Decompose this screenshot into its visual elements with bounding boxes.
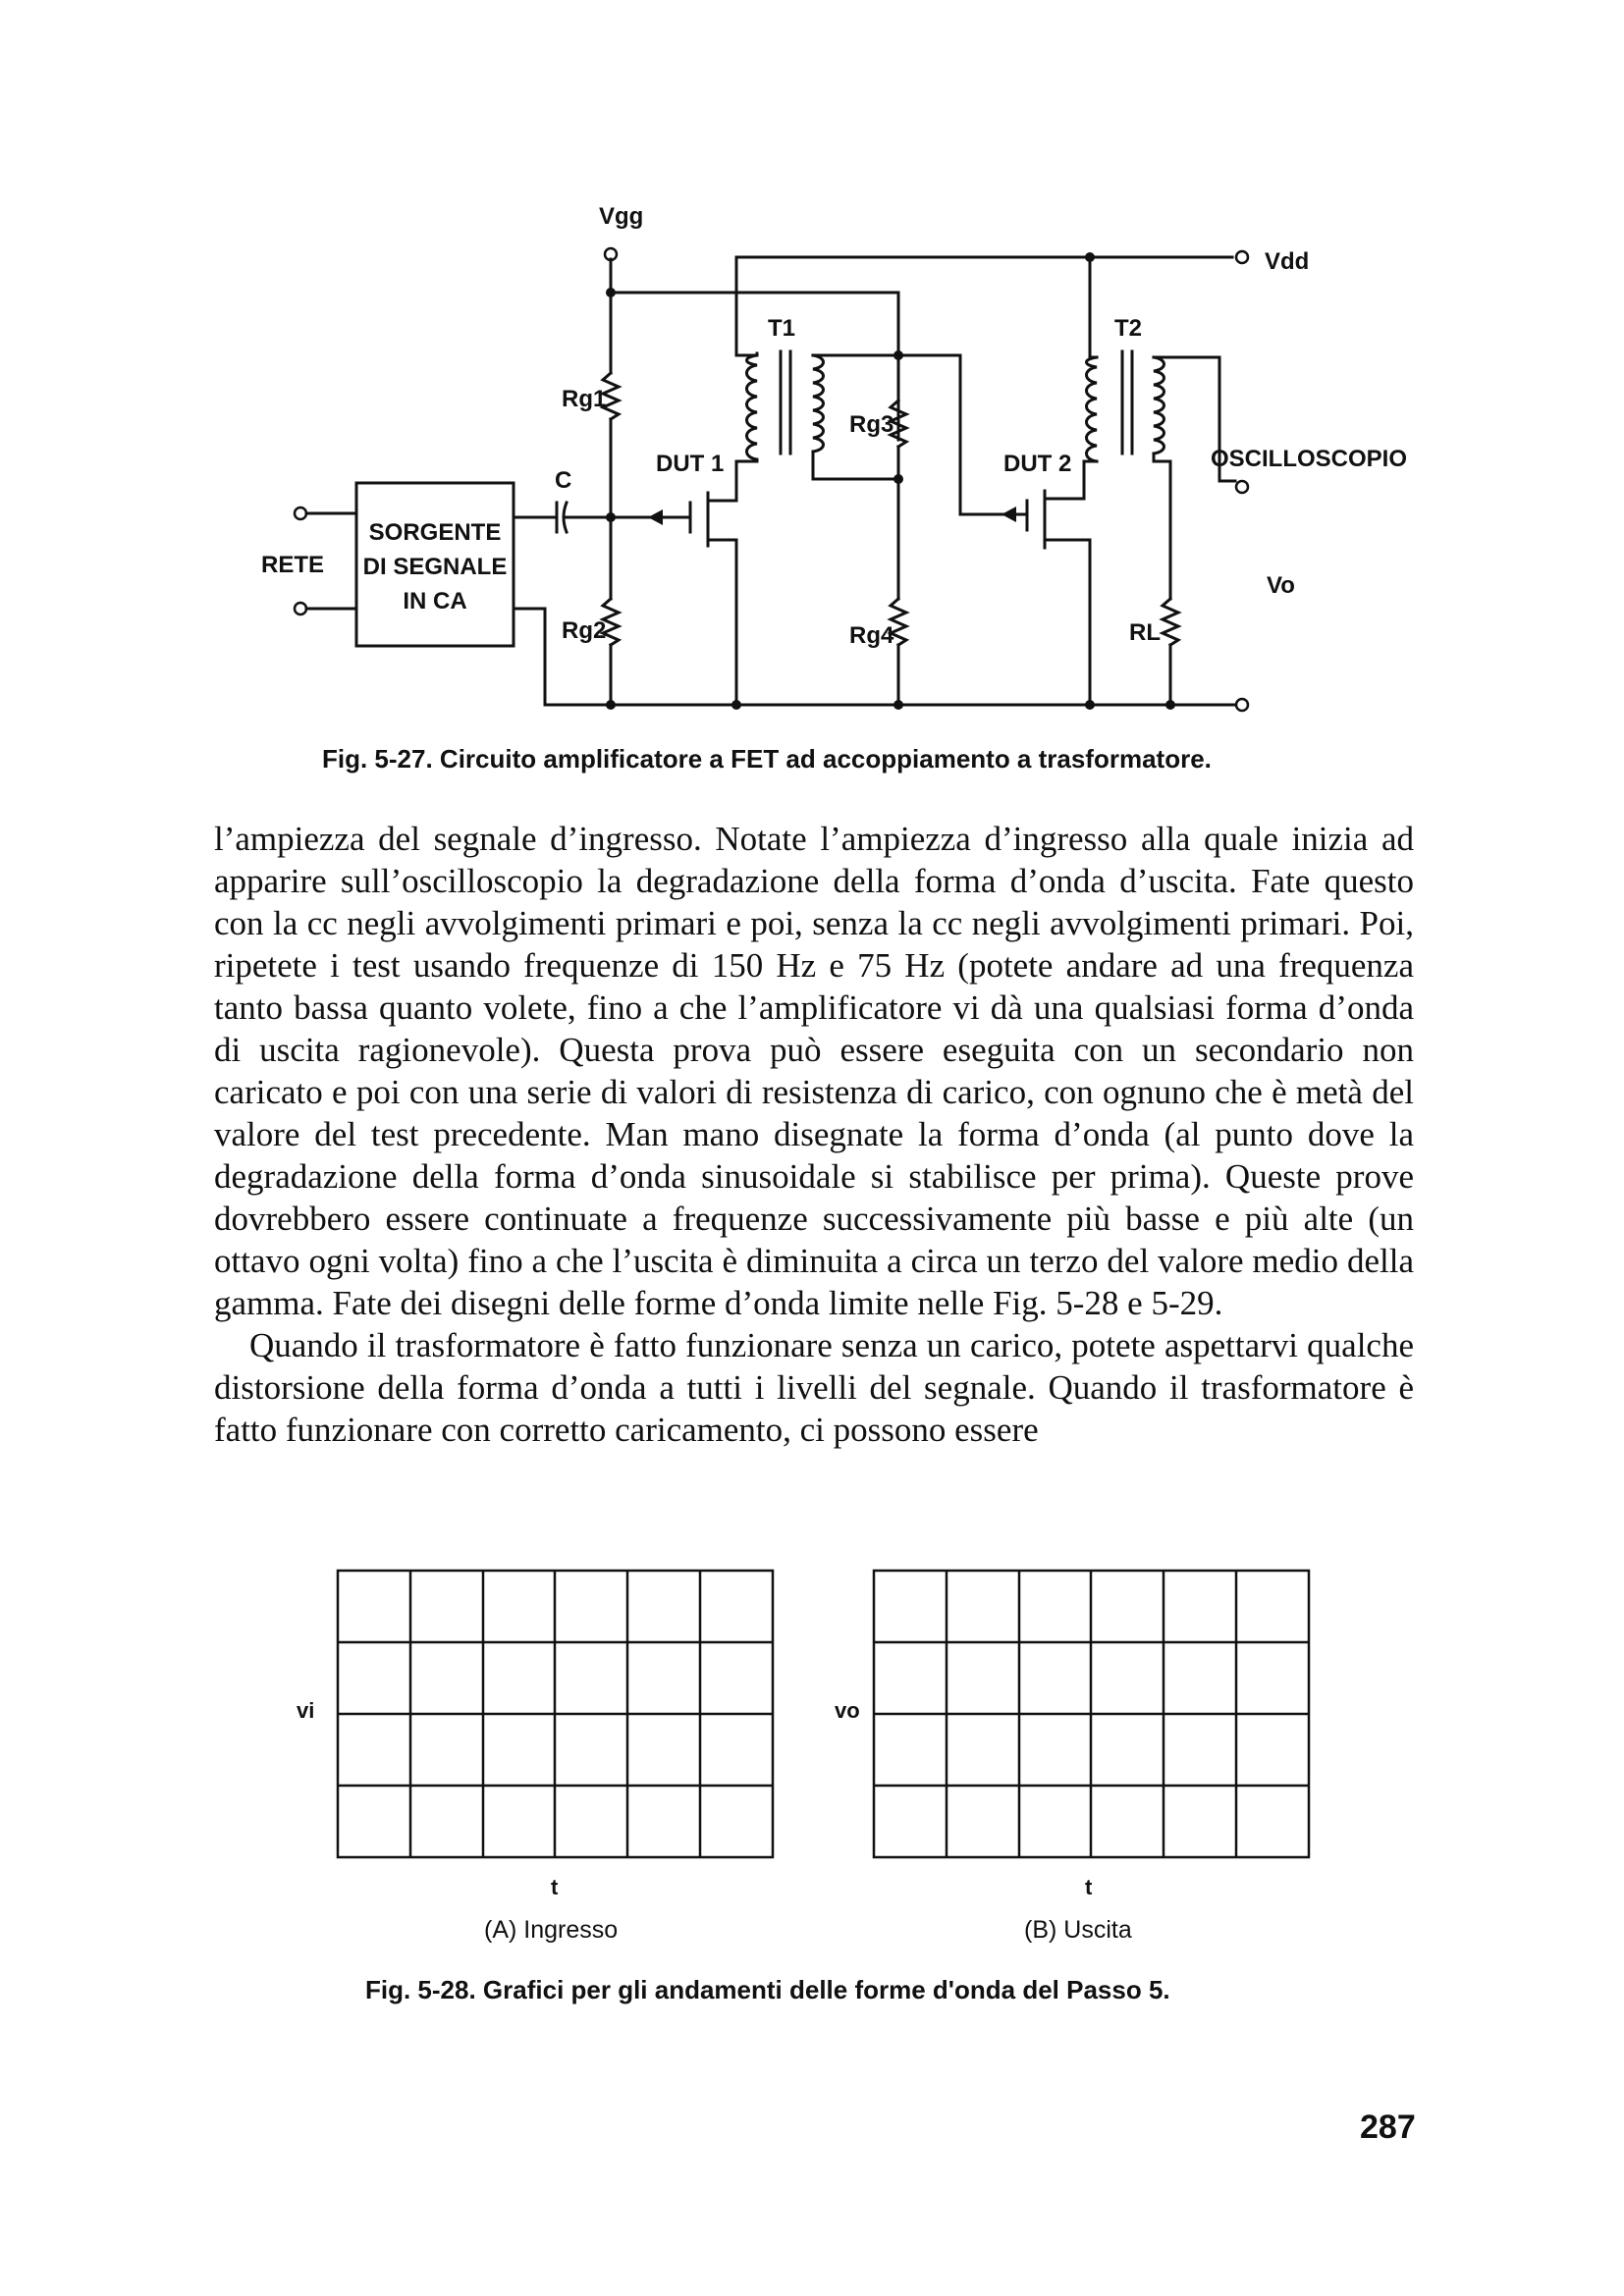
label-dut2: DUT 2 <box>1003 451 1071 477</box>
body-text: l’ampiezza del segnale d’ingresso. Notat… <box>214 818 1414 1451</box>
label-t2: T2 <box>1114 315 1142 342</box>
graph-b-ylabel: vo <box>835 1698 860 1723</box>
source-label-line1: SORGENTE <box>369 519 502 546</box>
figure-5-28-caption: Fig. 5-28. Grafici per gli andamenti del… <box>365 1975 1170 2004</box>
label-rg1: Rg1 <box>562 386 606 412</box>
label-rg4: Rg4 <box>849 622 894 649</box>
graph-a-sublabel: (A) Ingresso <box>484 1916 619 1944</box>
source-label-line3: IN CA <box>403 588 466 614</box>
label-c: C <box>555 467 571 494</box>
label-t1: T1 <box>768 315 795 342</box>
label-dut1: DUT 1 <box>656 451 724 477</box>
graph-a-xlabel: t <box>551 1875 559 1899</box>
waveform-graphs: vi vo t t <box>297 1569 1311 1899</box>
figure-5-27-caption: Fig. 5-27. Circuito amplificatore a FET … <box>322 744 1212 774</box>
label-vdd: Vdd <box>1265 248 1309 275</box>
label-oscilloscopio: OSCILLOSCOPIO <box>1211 446 1407 472</box>
source-label-line2: DI SEGNALE <box>363 554 508 580</box>
label-vo: Vo <box>1267 572 1295 599</box>
graph-a-ylabel: vi <box>297 1698 314 1723</box>
label-rg3: Rg3 <box>849 411 893 438</box>
label-rete: RETE <box>261 552 324 578</box>
label-vgg: Vgg <box>599 203 643 230</box>
paragraph-2: Quando il trasformatore è fatto funziona… <box>214 1326 1414 1449</box>
graph-b-xlabel: t <box>1085 1875 1093 1899</box>
paragraph-1: l’ampiezza del segnale d’ingresso. Notat… <box>214 820 1414 1322</box>
graph-b-sublabel: (B) Uscita <box>1024 1916 1132 1944</box>
label-rg2: Rg2 <box>562 617 606 644</box>
label-rl: RL <box>1129 619 1161 646</box>
page-number: 287 <box>1360 2109 1416 2146</box>
circuit-diagram: Vgg Vdd T1 T2 Rg1 Rg2 Rg3 Rg4 RL C DUT 1… <box>261 203 1407 713</box>
